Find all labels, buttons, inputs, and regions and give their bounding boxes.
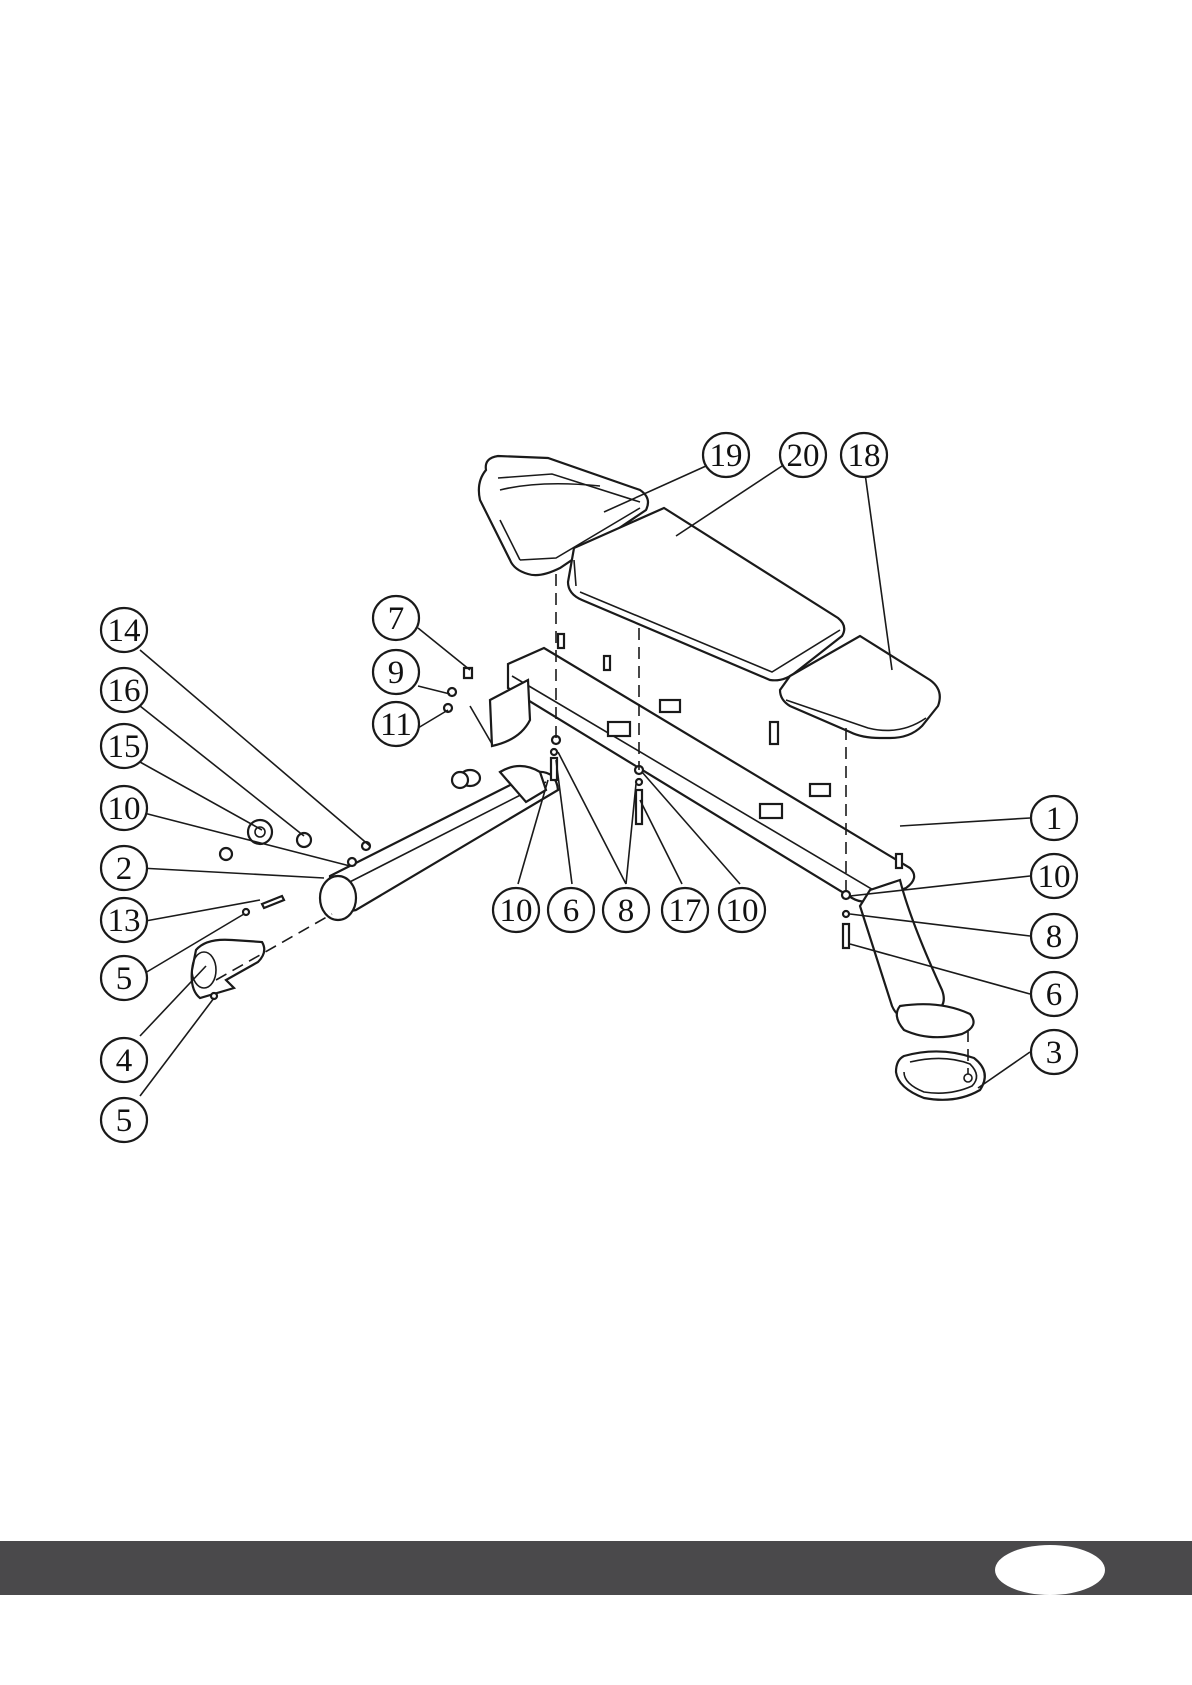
callout-5-lower: 5: [101, 1098, 147, 1142]
callout-8-right: 8: [1031, 914, 1077, 958]
callout-6-right: 6: [1031, 972, 1077, 1016]
callout-19: 19: [703, 433, 749, 477]
rear-foot-cap-3: [896, 1051, 985, 1099]
callout-14: 14: [101, 608, 147, 652]
callout-10-right: 10: [1031, 854, 1077, 898]
callout-4: 4: [101, 1038, 147, 1082]
svg-text:19: 19: [710, 438, 743, 474]
callout-20: 20: [780, 433, 826, 477]
callout-13: 13: [101, 898, 147, 942]
callout-15: 15: [101, 724, 147, 768]
callout-8-bottom: 8: [603, 888, 649, 932]
svg-text:2: 2: [116, 851, 133, 887]
svg-text:5: 5: [116, 961, 133, 997]
callout-5-upper: 5: [101, 956, 147, 1000]
svg-text:8: 8: [618, 893, 635, 929]
svg-text:11: 11: [380, 707, 412, 743]
callout-2: 2: [101, 846, 147, 890]
svg-text:8: 8: [1046, 919, 1063, 955]
svg-text:14: 14: [108, 613, 141, 649]
callout-7: 7: [373, 596, 419, 640]
callout-10-bottom-2: 10: [719, 888, 765, 932]
svg-text:4: 4: [116, 1043, 133, 1079]
svg-text:5: 5: [116, 1103, 133, 1139]
svg-text:6: 6: [563, 893, 580, 929]
callout-9: 9: [373, 650, 419, 694]
svg-text:16: 16: [108, 673, 141, 709]
seat-pad-20: [568, 508, 844, 680]
svg-text:13: 13: [108, 903, 141, 939]
svg-text:1: 1: [1046, 801, 1063, 837]
callout-11: 11: [373, 702, 419, 746]
svg-text:10: 10: [108, 791, 141, 827]
svg-text:7: 7: [388, 601, 405, 637]
callout-6-bottom: 6: [548, 888, 594, 932]
svg-text:15: 15: [108, 729, 141, 765]
svg-text:10: 10: [1038, 859, 1071, 895]
callout-16: 16: [101, 668, 147, 712]
svg-text:18: 18: [848, 438, 881, 474]
callout-18: 18: [841, 433, 887, 477]
svg-text:20: 20: [787, 438, 820, 474]
callout-1: 1: [1031, 796, 1077, 840]
svg-text:17: 17: [669, 893, 702, 929]
callout-10-bottom-1: 10: [493, 888, 539, 932]
callout-10-left: 10: [101, 786, 147, 830]
svg-text:9: 9: [388, 655, 405, 691]
page-number-badge: [995, 1545, 1105, 1595]
svg-text:10: 10: [500, 893, 533, 929]
callout-3: 3: [1031, 1030, 1077, 1074]
svg-text:3: 3: [1046, 1035, 1063, 1071]
callout-17: 17: [662, 888, 708, 932]
svg-text:6: 6: [1046, 977, 1063, 1013]
svg-text:10: 10: [726, 893, 759, 929]
